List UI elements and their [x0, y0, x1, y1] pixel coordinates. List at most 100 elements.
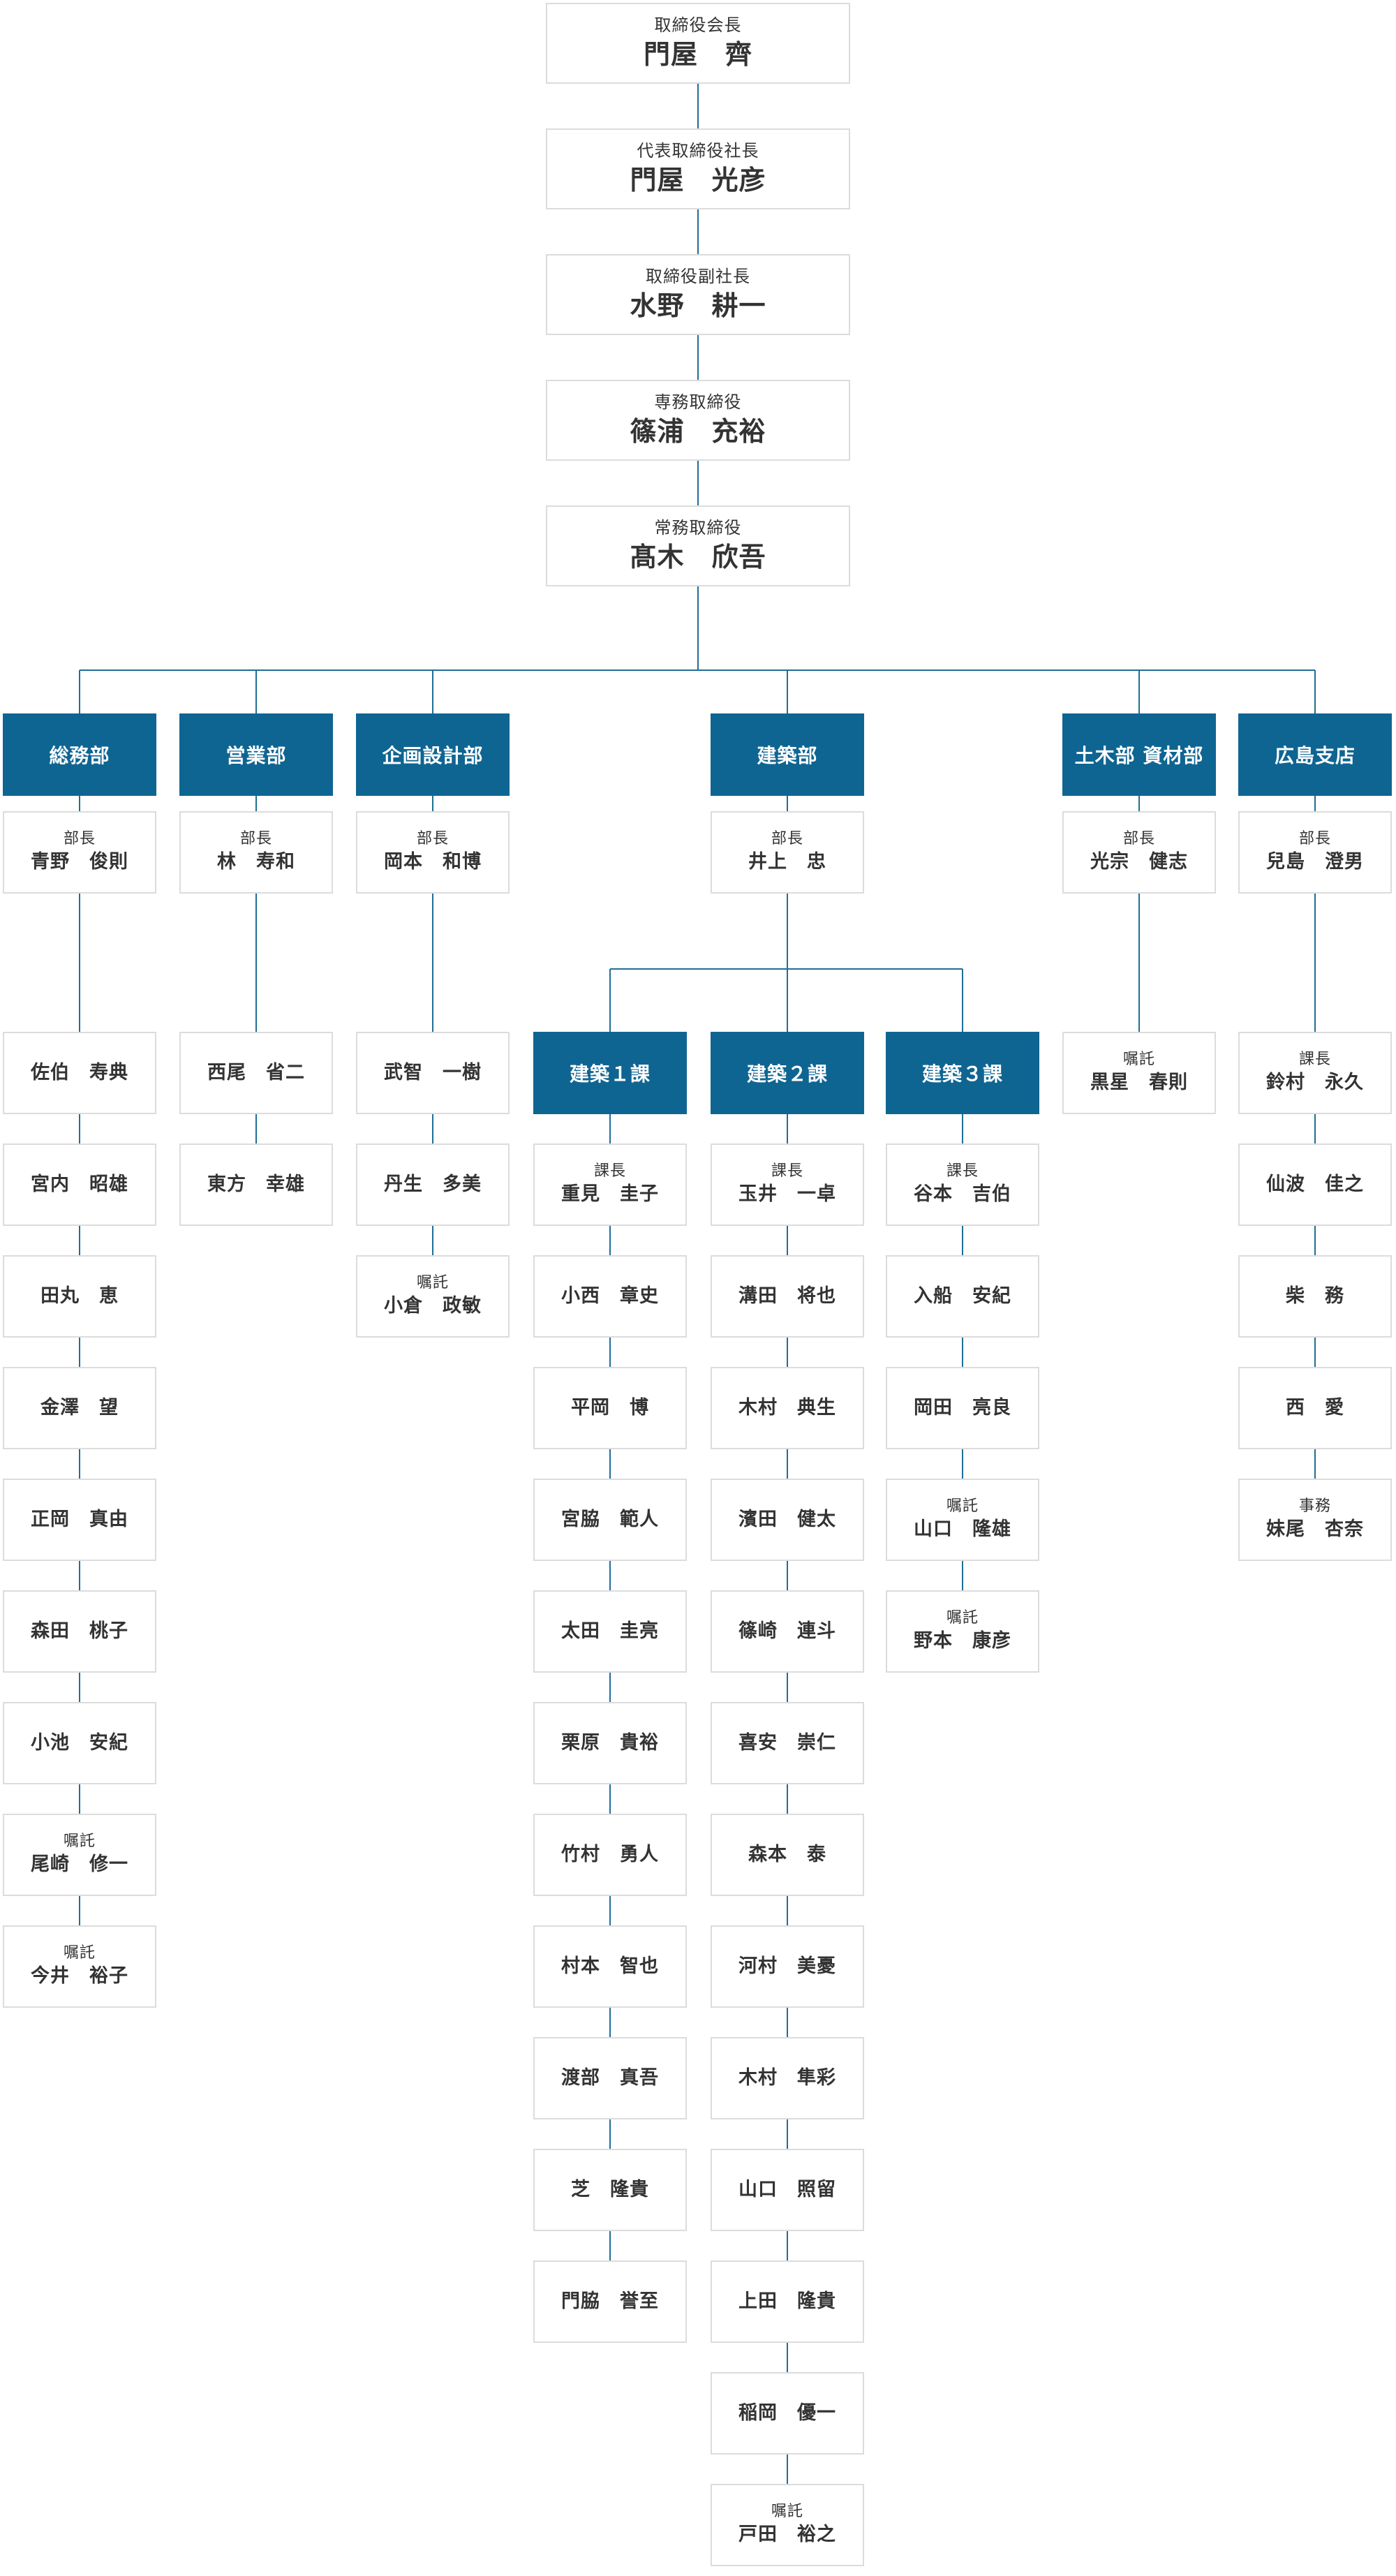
person-name: 岡本 和博 [384, 851, 482, 873]
department-name: 建築２課 [746, 1063, 828, 1086]
person-name: 溝田 将也 [738, 1285, 836, 1307]
person-name: 森田 桃子 [31, 1620, 128, 1642]
member-box: 太田 圭亮 [533, 1590, 687, 1673]
person-name: 竹村 勇人 [561, 1844, 659, 1865]
member-box: 村本 智也 [533, 1925, 687, 2008]
department-head-box: 部長井上 忠 [711, 811, 864, 894]
member-box: 河村 美憂 [711, 1925, 864, 2008]
department-name: 建築部 [757, 744, 818, 767]
member-box: 小西 章史 [533, 1255, 687, 1338]
member-box: 濱田 健太 [711, 1479, 864, 1561]
role-label: 嘱託 [63, 1944, 96, 1962]
person-name: 宮脇 範人 [561, 1509, 659, 1530]
department-name: 建築３課 [921, 1063, 1003, 1086]
person-name: 兒島 澄男 [1266, 851, 1364, 873]
executive-box: 常務取締役髙木 欣吾 [546, 505, 850, 586]
member-box: 柴 務 [1238, 1255, 1392, 1338]
person-name: 丹生 多美 [384, 1174, 482, 1195]
member-box: 喜安 崇仁 [711, 1702, 864, 1784]
person-name: 芝 隆貴 [571, 2179, 649, 2200]
person-name: 山口 照留 [738, 2179, 836, 2200]
department-head-box: 部長兒島 澄男 [1238, 811, 1392, 894]
person-name: 今井 裕子 [31, 1965, 128, 1987]
person-name: 稲岡 優一 [738, 2402, 836, 2424]
member-box: 門脇 誉至 [533, 2260, 687, 2343]
member-box: 西尾 省二 [179, 1032, 333, 1114]
department-name: 総務部 [49, 744, 110, 767]
section-box: 建築１課 [533, 1032, 687, 1114]
person-name: 山口 隆雄 [914, 1518, 1011, 1540]
role-label: 専務取締役 [654, 392, 742, 412]
executive-box: 取締役副社長水野 耕一 [546, 254, 850, 335]
role-label: 事務 [1298, 1497, 1331, 1515]
member-box: 嘱託戸田 裕之 [711, 2484, 864, 2566]
role-label: 部長 [1122, 830, 1155, 847]
member-box: 事務妹尾 杏奈 [1238, 1479, 1392, 1561]
person-name: 井上 忠 [748, 851, 826, 873]
role-label: 嘱託 [1122, 1051, 1155, 1068]
person-name: 林 寿和 [217, 851, 295, 873]
person-name: 栗原 貴裕 [561, 1732, 659, 1754]
department-box: 総務部 [3, 713, 156, 796]
department-head-box: 部長岡本 和博 [356, 811, 510, 894]
person-name: 小池 安紀 [31, 1732, 128, 1754]
person-name: 金澤 望 [40, 1397, 119, 1419]
member-box: 岡田 亮良 [886, 1367, 1039, 1449]
person-name: 宮内 昭雄 [31, 1174, 128, 1195]
role-label: 嘱託 [771, 2503, 803, 2520]
person-name: 柴 務 [1286, 1285, 1344, 1307]
member-box: 栗原 貴裕 [533, 1702, 687, 1784]
department-box: 建築部 [711, 713, 864, 796]
member-box: 課長玉井 一卓 [711, 1143, 864, 1226]
person-name: 西尾 省二 [207, 1062, 305, 1083]
department-box: 広島支店 [1238, 713, 1392, 796]
person-name: 入船 安紀 [914, 1285, 1011, 1307]
person-name: 正岡 真由 [31, 1509, 128, 1530]
department-head-box: 部長光宗 健志 [1062, 811, 1216, 894]
person-name: 玉井 一卓 [738, 1183, 836, 1205]
role-label: 嘱託 [946, 1609, 979, 1627]
member-box: 入船 安紀 [886, 1255, 1039, 1338]
executive-box: 代表取締役社長門屋 光彦 [546, 128, 850, 209]
person-name: 篠崎 連斗 [738, 1620, 836, 1642]
member-box: 上田 隆貴 [711, 2260, 864, 2343]
person-name: 妹尾 杏奈 [1266, 1518, 1364, 1540]
member-box: 嘱託黒星 春則 [1062, 1032, 1216, 1114]
member-box: 課長重見 圭子 [533, 1143, 687, 1226]
department-name: 企画設計部 [382, 744, 484, 767]
member-box: 溝田 将也 [711, 1255, 864, 1338]
role-label: 取締役副社長 [646, 267, 750, 286]
person-name: 上田 隆貴 [738, 2290, 836, 2312]
person-name: 東方 幸雄 [207, 1174, 305, 1195]
person-name: 佐伯 寿典 [31, 1062, 128, 1083]
member-box: 嘱託野本 康彦 [886, 1590, 1039, 1673]
person-name: 小西 章史 [561, 1285, 659, 1307]
person-name: 岡田 亮良 [914, 1397, 1011, 1419]
member-box: 東方 幸雄 [179, 1143, 333, 1226]
role-label: 部長 [239, 830, 272, 847]
role-label: 部長 [63, 830, 96, 847]
person-name: 平岡 博 [571, 1397, 649, 1419]
role-label: 部長 [416, 830, 449, 847]
role-label: 代表取締役社長 [637, 141, 759, 161]
department-name: 建築１課 [569, 1063, 651, 1086]
member-box: 宮内 昭雄 [3, 1143, 156, 1226]
member-box: 小池 安紀 [3, 1702, 156, 1784]
department-name: 土木部 資材部 [1074, 744, 1204, 767]
person-name: 黒星 春則 [1090, 1072, 1188, 1093]
section-box: 建築２課 [711, 1032, 864, 1114]
person-name: 門脇 誉至 [561, 2290, 659, 2312]
member-box: 仙波 佳之 [1238, 1143, 1392, 1226]
member-box: 金澤 望 [3, 1367, 156, 1449]
member-box: 芝 隆貴 [533, 2149, 687, 2231]
person-name: 西 愛 [1286, 1397, 1344, 1419]
member-box: 田丸 恵 [3, 1255, 156, 1338]
executive-box: 専務取締役篠浦 充裕 [546, 380, 850, 461]
person-name: 篠浦 充裕 [630, 416, 766, 447]
member-box: 篠崎 連斗 [711, 1590, 864, 1673]
person-name: 野本 康彦 [914, 1630, 1011, 1652]
member-box: 武智 一樹 [356, 1032, 510, 1114]
department-name: 広島支店 [1274, 744, 1356, 767]
person-name: 小倉 政敏 [384, 1295, 482, 1317]
